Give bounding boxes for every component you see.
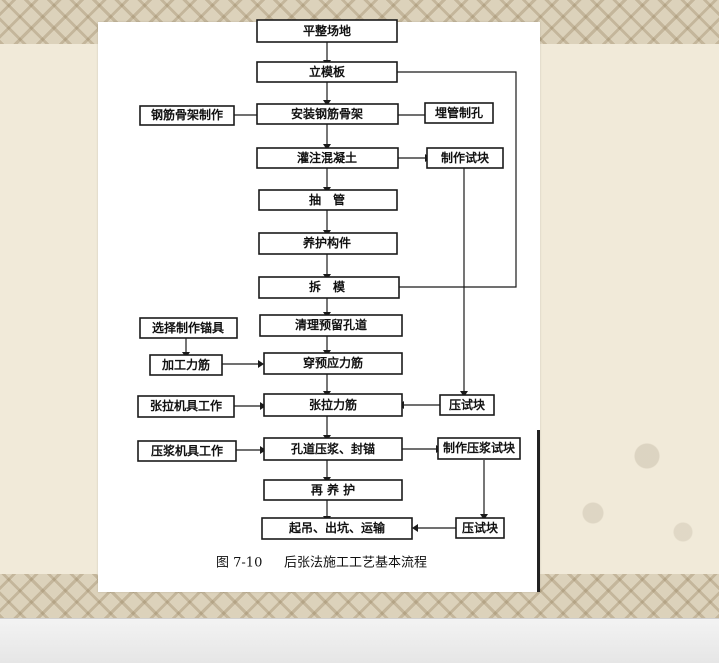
- step-label: 钢筋骨架制作: [151, 107, 223, 122]
- step-label: 灌注混凝土: [296, 150, 357, 165]
- step-label: 加工力筋: [161, 357, 210, 372]
- left-auxiliary-steps: 钢筋骨架制作 选择制作锚具 加工力筋 张拉机具工作 压浆机具工作: [137, 105, 238, 462]
- step-lift-transport: 起吊、出坑、运输: [261, 517, 413, 540]
- figure-caption: 图 7-10 后张法施工工艺基本流程: [216, 556, 427, 571]
- step-label: 埋管制孔: [435, 105, 483, 120]
- step-tension-equipment: 张拉机具工作: [137, 395, 235, 418]
- connector-lines: [185, 42, 517, 529]
- step-label: 穿预应力筋: [303, 355, 363, 370]
- step-thread-tendon: 穿预应力筋: [263, 352, 403, 375]
- step-select-anchor: 选择制作锚具: [139, 317, 238, 339]
- step-grout-equipment: 压浆机具工作: [137, 440, 237, 462]
- step-label: 抽 管: [309, 192, 345, 207]
- step-label: 安装钢筋骨架: [291, 106, 363, 121]
- figure-title: 后张法施工工艺基本流程: [284, 556, 427, 571]
- step-label: 养护构件: [302, 235, 351, 250]
- step-recure: 再 养 护: [263, 479, 403, 501]
- right-auxiliary-steps: 埋管制孔 制作试块 压试块 制作压浆试块 压试块: [424, 102, 521, 539]
- step-cure-member: 养护构件: [258, 232, 398, 255]
- step-test-specimen: 压试块: [439, 394, 495, 416]
- step-label: 再 养 护: [311, 482, 355, 497]
- step-install-rebar-cage: 安装钢筋骨架: [256, 103, 399, 125]
- step-label: 平整场地: [303, 23, 351, 38]
- step-make-rebar-cage: 钢筋骨架制作: [139, 105, 235, 126]
- step-label: 立模板: [309, 64, 346, 79]
- step-label: 拆 模: [309, 279, 346, 294]
- step-label: 孔道压浆、封锚: [291, 441, 375, 456]
- step-embed-tube: 埋管制孔: [424, 102, 494, 124]
- step-grout-anchor: 孔道压浆、封锚: [263, 437, 403, 461]
- step-label: 清理预留孔道: [295, 317, 367, 332]
- step-label: 选择制作锚具: [152, 320, 224, 335]
- step-make-grout-specimen: 制作压浆试块: [437, 437, 521, 460]
- step-make-specimen: 制作试块: [426, 147, 504, 169]
- step-erect-formwork: 立模板: [256, 61, 398, 83]
- step-remove-formwork: 拆 模: [258, 276, 400, 299]
- step-label: 压浆机具工作: [151, 443, 223, 458]
- step-label: 制作试块: [441, 150, 490, 165]
- step-label: 压试块: [462, 520, 499, 535]
- step-label: 压试块: [449, 397, 486, 412]
- step-label: 张拉力筋: [309, 397, 357, 412]
- main-process-steps: 平整场地 立模板 安装钢筋骨架 灌注混凝土 抽 管 养护构件 拆 模 清理预留: [256, 19, 413, 540]
- step-extract-tube: 抽 管: [258, 189, 398, 211]
- decorative-blossom: [539, 380, 719, 570]
- step-process-tendon: 加工力筋: [149, 354, 223, 376]
- step-pour-concrete: 灌注混凝土: [256, 147, 399, 169]
- bottom-taskbar: [0, 618, 719, 663]
- step-label: 张拉机具工作: [150, 398, 222, 413]
- step-test-grout-specimen: 压试块: [455, 517, 505, 539]
- step-clean-duct: 清理预留孔道: [259, 314, 403, 337]
- page-edge-shadow: [537, 430, 540, 592]
- step-label: 制作压浆试块: [443, 440, 516, 455]
- figure-number: 图 7-10: [216, 556, 262, 571]
- step-tension-tendon: 张拉力筋: [263, 393, 403, 417]
- step-level-site: 平整场地: [256, 19, 398, 43]
- step-label: 起吊、出坑、运输: [288, 520, 386, 535]
